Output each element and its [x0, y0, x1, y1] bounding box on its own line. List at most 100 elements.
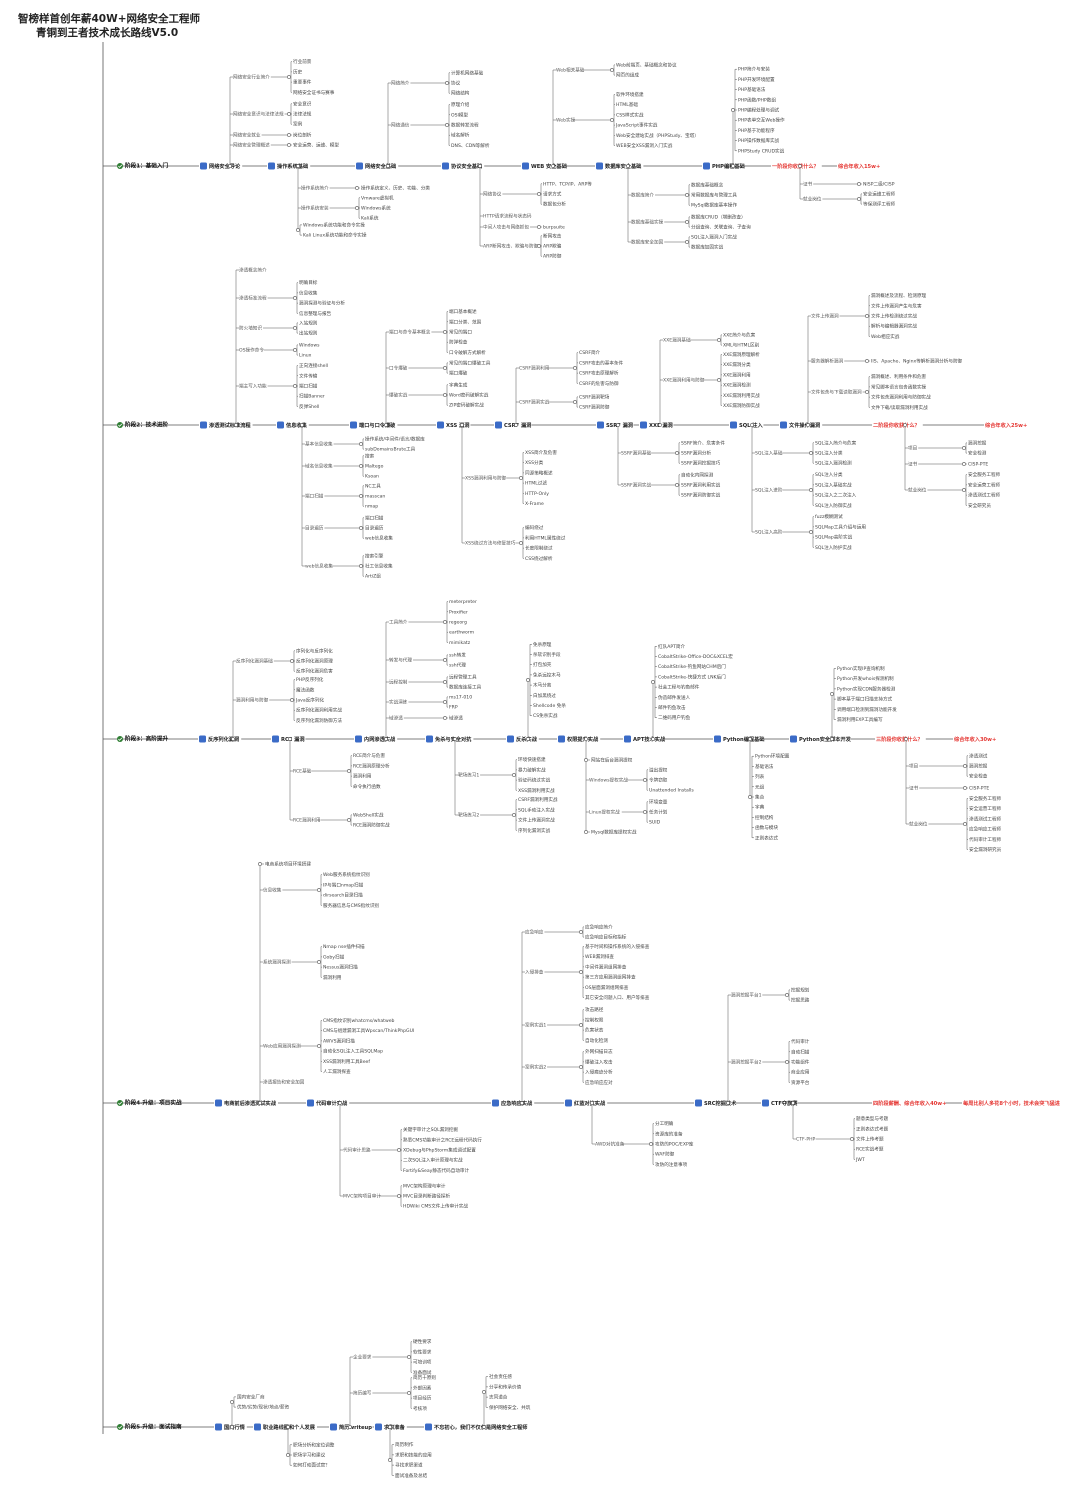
branch-item: SQL注入高阶 — [755, 529, 783, 536]
branch-upper: 应急响应应急响应简介应急响应目标和指标入侵排查基于时间和操作系统的入侵排查WEB… — [520, 923, 650, 1105]
branch-lower: SQL注入基础SQL注入简介与危害SQL注入分类SQL注入漏洞检测SQL注入进阶… — [750, 423, 866, 551]
branch-lower: 基本信息收集操作系统/中间件/语言/数据库subDomainsBrute工具域名… — [300, 423, 425, 580]
sub-item: 数据库连接工具 — [449, 684, 482, 691]
branch-item: 靶场练习2 — [458, 812, 479, 819]
branch-item: 入侵排查 — [525, 969, 544, 976]
sub-item: 服务器信息与CMS指纹识别 — [323, 902, 379, 909]
sub-item: 准备面试 — [413, 1369, 432, 1376]
branch-item: 反序列化漏洞基础 — [236, 658, 273, 665]
node-connector — [397, 1194, 401, 1198]
branch-item: 网络安全就业 — [233, 132, 261, 139]
sub-item: fuzz模糊测试 — [815, 513, 843, 520]
sub-item: 资源平台 — [791, 1079, 810, 1086]
sub-item: 口令破解方式解析 — [449, 349, 486, 356]
branch-upper: 漏洞挖掘平台1挖掘规划挖掘思路漏洞挖掘平台2代码审计自动扫描功能组件商业应用资源… — [726, 986, 810, 1105]
node-connector — [962, 446, 966, 450]
sub-item: Maltego — [365, 464, 384, 470]
branch-upper: 网络简介计算机网络基础协议网络结构网络通信原理介绍OSI模型数据转发流程域名解析… — [386, 69, 490, 168]
sub-item: 出站规则 — [299, 330, 318, 337]
sub-item: SQL手动注入实战 — [518, 806, 555, 813]
main-node: Python安全脚本开发 — [799, 735, 852, 743]
branch-item: 口令爆破 — [389, 365, 408, 372]
sub-item: 基础语法 — [755, 763, 774, 770]
branch-upper: 网络安全行业简介行业前景历史重要事件网络安全证书与赛事网络安全意识与法律法规安全… — [228, 58, 339, 168]
sub-item: 数据库CRUD（增删改查） — [691, 213, 746, 220]
sub-item: 安全检测 — [968, 450, 987, 457]
sub-item: CMS与组建漏洞工具Wpscan/ThinkPhpGUI — [323, 1027, 414, 1034]
node-connector — [388, 1458, 392, 1462]
node-connector — [785, 1060, 789, 1064]
branch-upper: 文件上传漏洞漏洞概述及流程、检测原理文件上传漏洞产生与危害文件上传检测绕过实战解… — [806, 292, 963, 427]
sub-item: 命令执行函数 — [353, 783, 381, 790]
sub-item: HTML过滤 — [525, 480, 547, 487]
stage-label: 阶段1：基础入门 — [125, 162, 168, 170]
main-node: 权限提升实战 — [566, 735, 599, 743]
sub-item: 安全服务工程师 — [968, 471, 1001, 478]
branch-item: 证书 — [803, 181, 813, 188]
sub-item: SSRF漏洞利用实战 — [681, 482, 721, 489]
sub-item: 硬性要求 — [413, 1338, 432, 1345]
main-node-bg — [521, 161, 566, 171]
sub-item: SQL注入防护实战 — [815, 544, 852, 551]
main-node: 代码审计实战 — [315, 1099, 348, 1107]
sub-item: 端口基本概述 — [449, 308, 477, 315]
sub-item: 反序列化漏洞利用实战 — [296, 707, 342, 714]
node-connector — [348, 1425, 352, 1429]
sub-item: 常用数据库与管理工具 — [691, 192, 737, 199]
branch-item: 工具简介 — [389, 619, 408, 626]
node-connector — [445, 81, 449, 85]
sub-item: Ksoan — [365, 474, 379, 480]
branch-lower: 靶场练习1环境快速搭建暴力破解实战验证码绕过实战XSS漏洞利用实战靶场练习2CS… — [453, 737, 558, 834]
node-connector — [397, 1148, 401, 1152]
main-node: 红蓝对抗实战 — [574, 1099, 606, 1107]
branch-item: 域渗透 — [389, 715, 403, 722]
sub-item: 红队APT简介 — [658, 643, 686, 650]
title-line-2: 青铜到王者技术成长路线V5.0 — [36, 27, 179, 39]
check-mark — [118, 164, 123, 168]
main-node-bg — [214, 1098, 278, 1108]
node-connector — [286, 1425, 290, 1429]
sub-item: 数据包分析 — [543, 201, 566, 208]
sub-item: CSRF攻击原理解析 — [579, 370, 619, 377]
branch-upper: 电商系统项目环境搭建信息收集Web服务系统指纹识别IP与端口nmap扫描dirs… — [258, 861, 414, 1105]
main-node-bg — [276, 420, 309, 430]
node-connector — [785, 993, 789, 997]
branch-item: MVC架构项目审计 — [343, 1193, 381, 1200]
node-connector — [231, 737, 235, 741]
sub-item: 挖掘思路 — [791, 997, 810, 1004]
sub-item: PHP编程处理与调试 — [738, 107, 780, 114]
node-connector — [359, 494, 363, 498]
sub-item: MVC目录判断路径探析 — [403, 1193, 450, 1200]
node-connector — [857, 182, 861, 186]
branch-item: 网络通信 — [391, 122, 410, 129]
node-connector — [537, 225, 541, 229]
sub-item: CSRF漏洞利用实战 — [518, 796, 558, 803]
sub-item: 安全运营工程师 — [968, 481, 1001, 488]
branch-item: RCE漏洞利用 — [293, 817, 321, 824]
node-connector — [551, 164, 555, 168]
node-connector — [573, 400, 577, 404]
sub-item: dirsearch目录扫描 — [323, 892, 363, 899]
main-node-bg — [875, 734, 926, 744]
sub-item: PHPStudy CRUD实战 — [738, 147, 785, 154]
branch-upper: 反序列化漏洞基础序列化与反序列化反序列化漏洞原理反序列化漏洞危害漏洞利用与防御P… — [231, 647, 342, 741]
sub-item: 控制结构 — [755, 814, 774, 821]
main-node-highlight: 每周比别人多花8个小时，技术会突飞猛进 — [963, 1099, 1061, 1107]
branch-item: 网络协议 — [483, 191, 502, 198]
sub-item: 端口扫描 — [299, 383, 318, 390]
node-connector — [359, 442, 363, 446]
branch-item: 渗透标准流程 — [239, 295, 267, 302]
stage-label: 阶段2：技术进阶 — [125, 421, 168, 429]
sub-item: 漏洞挖掘 — [968, 439, 987, 446]
sub-item: 功能组件 — [791, 1059, 810, 1066]
branch-item: 案例实战2 — [525, 1064, 546, 1071]
branch-item: 漏洞挖掘平台1 — [731, 992, 762, 999]
sub-item: mimikatz — [449, 640, 471, 646]
sub-item: 中间件漏洞组网排查 — [585, 963, 627, 970]
sub-item: 正向连接shell — [299, 362, 328, 369]
sub-item: earthworm — [449, 630, 475, 636]
